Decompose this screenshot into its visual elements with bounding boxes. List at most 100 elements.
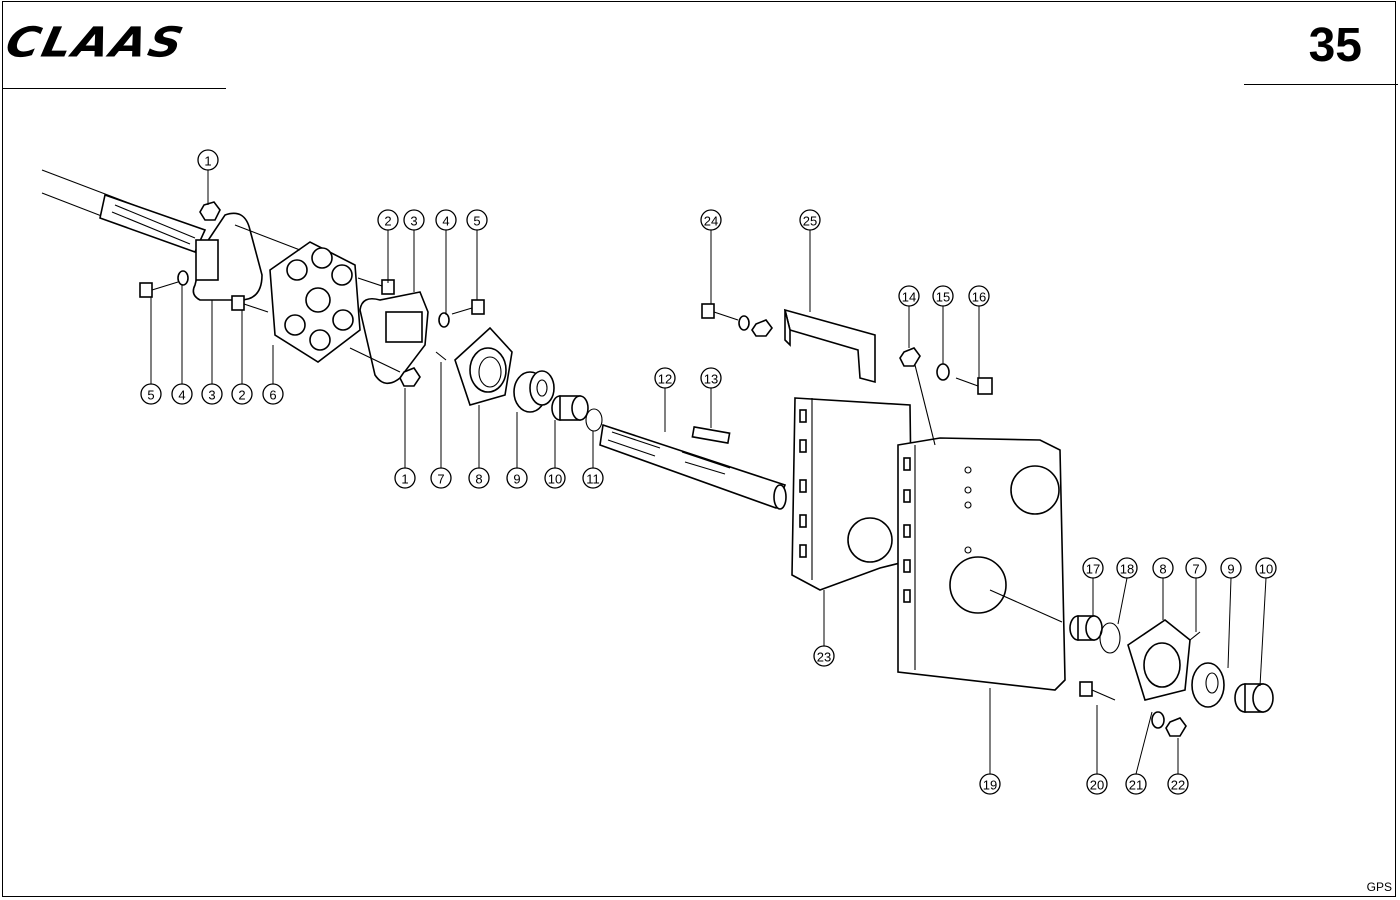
callout-2: 2 — [231, 310, 253, 405]
main-shaft — [599, 423, 787, 510]
callout-14: 14 — [898, 285, 920, 348]
callout-number: 25 — [803, 214, 817, 229]
callout-16: 16 — [968, 285, 990, 378]
callout-4: 4 — [171, 284, 193, 405]
second-yoke-block — [385, 311, 423, 343]
callout-circle — [1220, 557, 1242, 579]
callout-number: 17 — [1086, 562, 1100, 577]
callout-circle — [231, 383, 253, 405]
callout-1: 1 — [197, 149, 219, 205]
header-rule-right — [1244, 84, 1398, 85]
parts-drawing — [41, 169, 1274, 737]
callout-circle — [262, 383, 284, 405]
header-rule-left — [2, 88, 226, 89]
callout-number: 2 — [384, 214, 391, 229]
bracket-plate — [791, 397, 913, 591]
callout-circle — [979, 773, 1001, 795]
callout-5: 5 — [466, 209, 488, 300]
bolt-14-16-set — [899, 347, 993, 395]
callout-circle — [1082, 557, 1104, 579]
small-bracket — [783, 308, 876, 384]
callout-number: 12 — [658, 372, 672, 387]
callout-20: 20 — [1086, 705, 1108, 795]
callout-circle — [544, 467, 566, 489]
callout-3: 3 — [403, 209, 425, 292]
callout-number: 10 — [548, 472, 562, 487]
callout-leader-line — [1117, 577, 1128, 625]
callout-circle — [1255, 557, 1277, 579]
callout-17: 17 — [1082, 557, 1104, 616]
callout-number: 15 — [936, 290, 950, 305]
callout-24: 24 — [700, 209, 722, 304]
callout-9: 9 — [1220, 557, 1242, 669]
flex-coupling — [269, 241, 361, 363]
callout-8: 8 — [468, 405, 490, 489]
callout-7: 7 — [430, 362, 452, 489]
callout-circle — [430, 467, 452, 489]
callout-circle — [813, 645, 835, 667]
callout-circle — [171, 383, 193, 405]
callout-number: 3 — [410, 214, 417, 229]
callout-number: 21 — [1129, 778, 1143, 793]
callout-1: 1 — [394, 388, 416, 489]
footer-code: GPS — [1366, 880, 1392, 894]
callout-23: 23 — [813, 590, 835, 667]
callout-number: 6 — [269, 388, 276, 403]
callout-number: 19 — [983, 778, 997, 793]
callout-number: 9 — [513, 472, 520, 487]
page-number: 35 — [1308, 19, 1362, 72]
callout-number: 5 — [147, 388, 154, 403]
callout-21: 21 — [1125, 711, 1153, 795]
callout-circle — [201, 383, 223, 405]
callout-2: 2 — [377, 209, 399, 283]
drive-shaft — [41, 169, 207, 254]
callout-number: 4 — [178, 388, 185, 403]
callout-number: 24 — [704, 214, 718, 229]
callout-number: 20 — [1090, 778, 1104, 793]
bearing-flange — [454, 326, 513, 406]
callout-circle — [898, 285, 920, 307]
right-bearing-group — [1069, 615, 1274, 713]
callout-number: 16 — [972, 290, 986, 305]
callout-number: 7 — [437, 472, 444, 487]
callout-circle — [403, 209, 425, 231]
bolt-24-set — [701, 303, 773, 337]
callout-circle — [968, 285, 990, 307]
callout-number: 13 — [704, 372, 718, 387]
callout-6: 6 — [262, 345, 284, 405]
callout-circle — [700, 209, 722, 231]
callout-circle — [932, 285, 954, 307]
callout-number: 2 — [238, 388, 245, 403]
callout-number: 11 — [586, 472, 600, 487]
callout-10: 10 — [1255, 557, 1277, 687]
callout-circle — [1167, 773, 1189, 795]
callout-9: 9 — [506, 412, 528, 489]
callout-4: 4 — [435, 209, 457, 315]
callout-5: 5 — [140, 297, 162, 405]
callout-25: 25 — [799, 209, 821, 312]
callout-number: 22 — [1171, 778, 1185, 793]
callout-leader-line — [1259, 577, 1267, 687]
callout-number: 8 — [1159, 562, 1166, 577]
callout-circle — [377, 209, 399, 231]
callout-circle — [1086, 773, 1108, 795]
callout-number: 1 — [204, 154, 211, 169]
callout-circle — [435, 209, 457, 231]
callout-number: 8 — [475, 472, 482, 487]
callout-22: 22 — [1167, 738, 1189, 795]
callout-circle — [799, 209, 821, 231]
callout-number: 5 — [473, 214, 480, 229]
callout-8: 8 — [1152, 557, 1174, 620]
yoke-block — [195, 239, 219, 281]
callout-15: 15 — [932, 285, 954, 364]
callout-circle — [700, 367, 722, 389]
callout-11: 11 — [582, 431, 604, 489]
callout-circle — [582, 467, 604, 489]
callout-leader-line — [1227, 577, 1232, 669]
assembly-centerline — [234, 224, 1063, 623]
callout-number: 10 — [1259, 562, 1273, 577]
